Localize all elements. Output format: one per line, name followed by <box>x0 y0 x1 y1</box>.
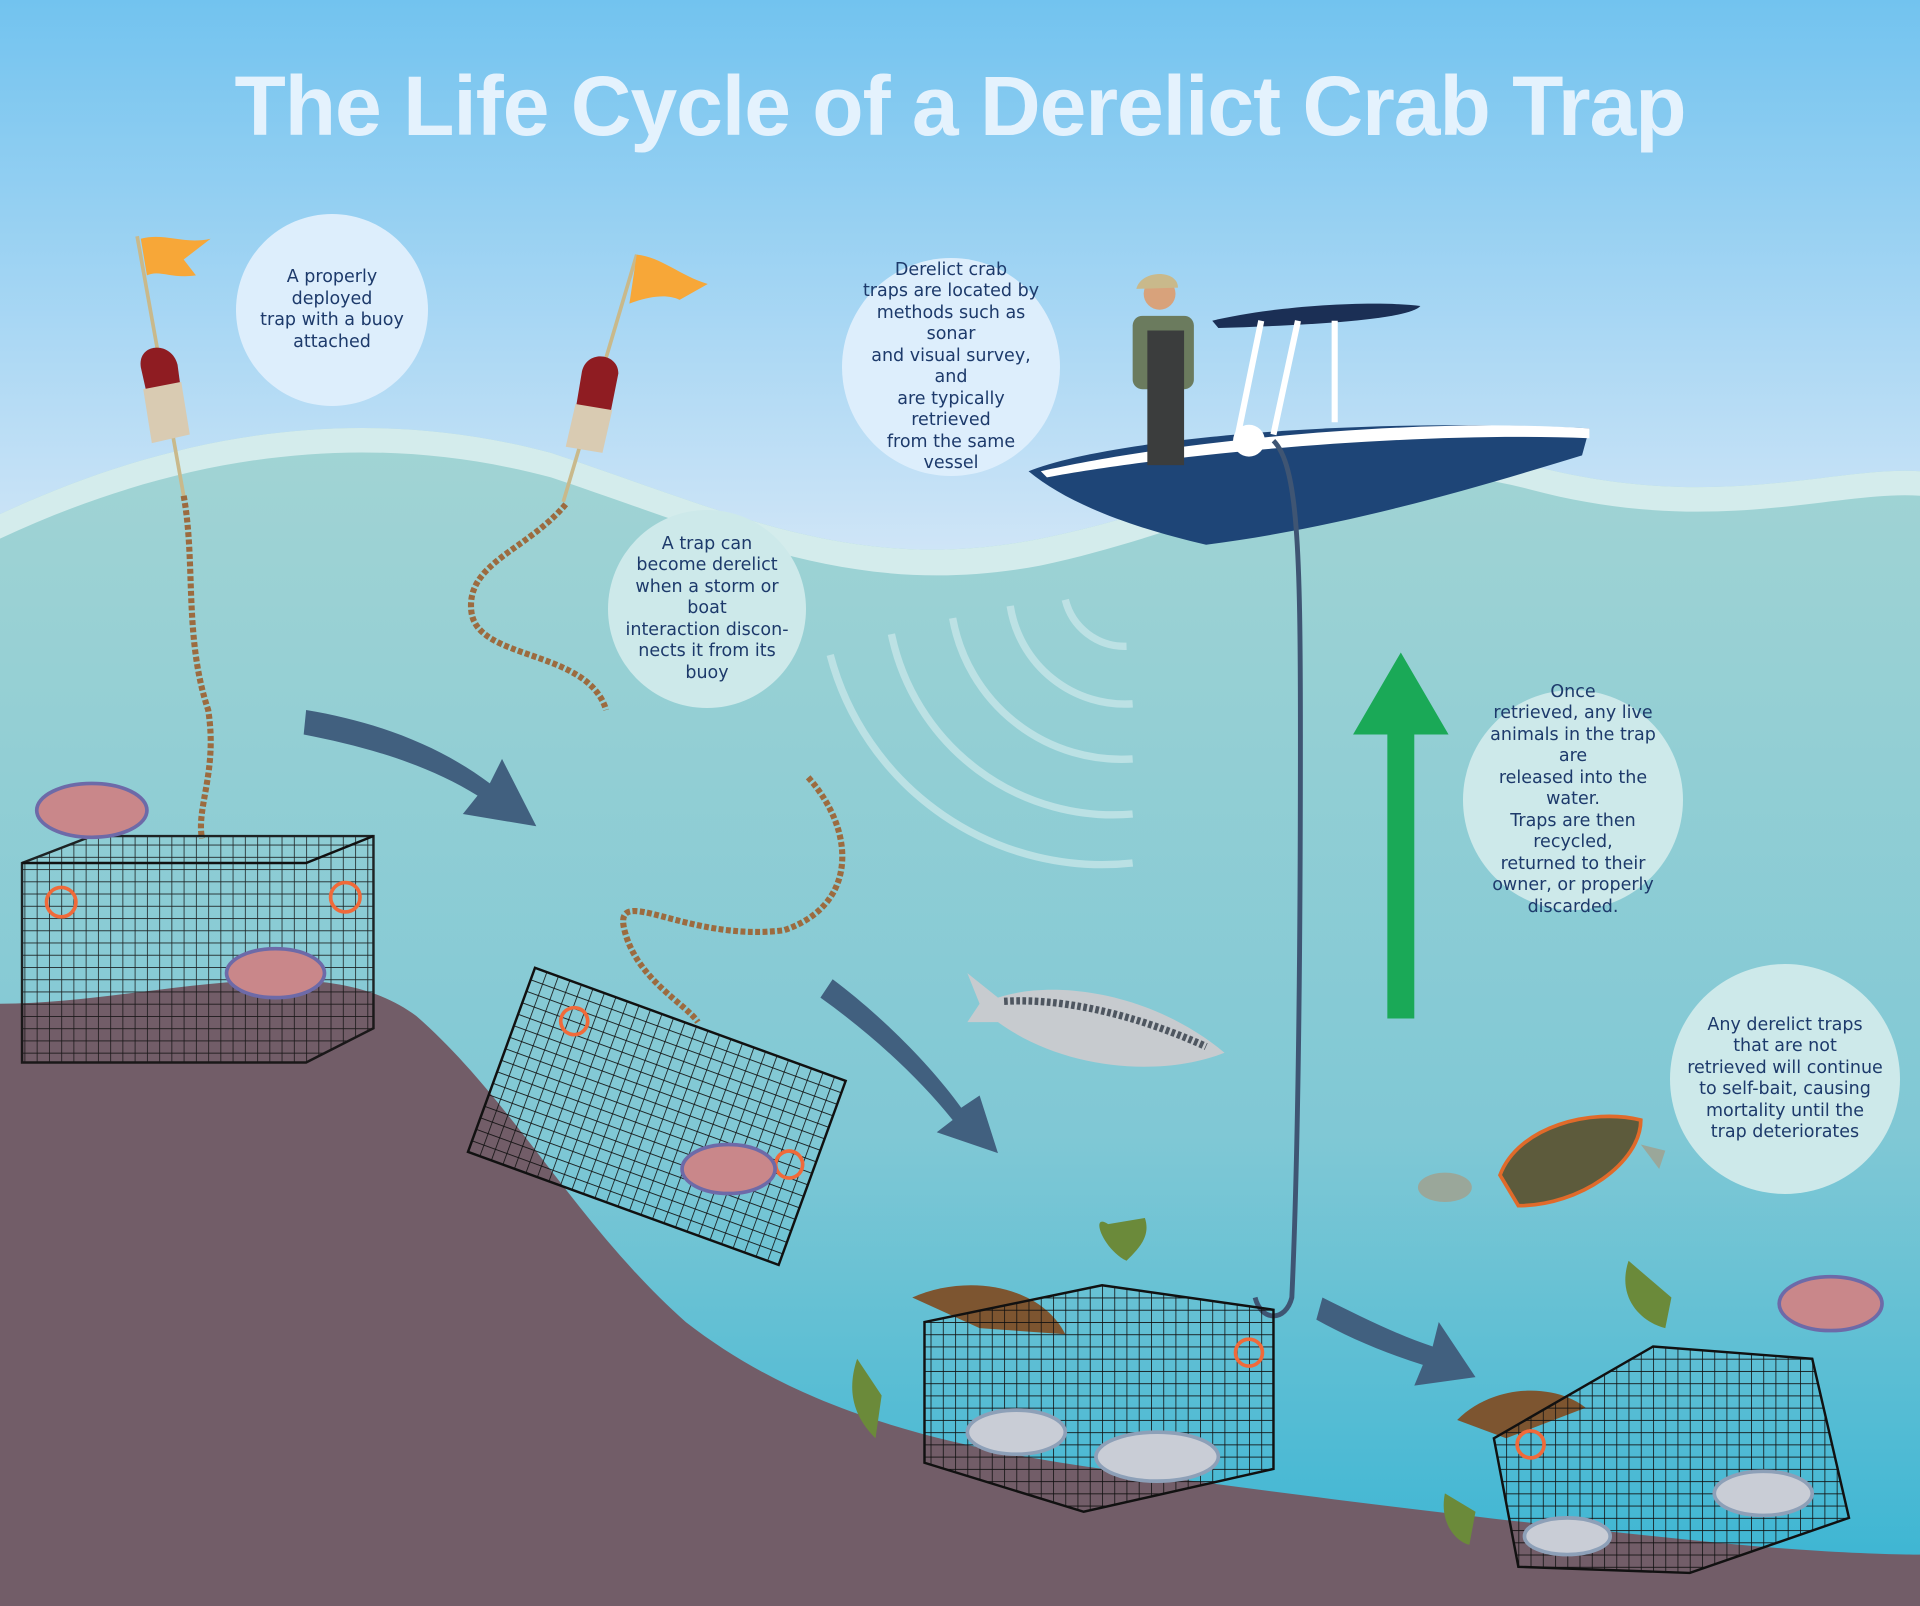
sonar-waves-icon <box>826 598 1134 869</box>
caption-located-text: Derelict crab traps are located by metho… <box>862 259 1040 474</box>
trap-deployed <box>20 834 375 1064</box>
turtle-icon <box>1417 1114 1666 1208</box>
seaweed-icon <box>852 1217 1672 1545</box>
page-title: The Life Cycle of a Derelict Crab Trap <box>234 59 1686 153</box>
buoy-detached-icon <box>468 254 708 711</box>
caption-not-retrieved-text: Any derelict traps that are not retrieve… <box>1687 1014 1883 1143</box>
caption-not-retrieved: Any derelict traps that are not retrieve… <box>1670 964 1900 1194</box>
fisherman-icon <box>1132 274 1194 466</box>
retrieve-arrow-icon <box>1353 652 1449 1019</box>
retrieval-line <box>1252 438 1303 1319</box>
striped-bass-icon <box>967 973 1225 1067</box>
caption-derelict: A trap can become derelict when a storm … <box>608 510 806 708</box>
caption-deployed: A properly deployed trap with a buoy att… <box>236 214 428 406</box>
loose-rope <box>620 775 846 1024</box>
caption-retrieved-text: Once retrieved, any live animals in the … <box>1490 681 1656 917</box>
caption-located: Derelict crab traps are located by metho… <box>842 258 1060 476</box>
caption-derelict-text: A trap can become derelict when a storm … <box>625 533 789 683</box>
caption-deployed-text: A properly deployed trap with a buoy att… <box>260 267 404 352</box>
buoy-deployed-icon <box>135 235 214 840</box>
dead-crab-icon <box>965 1408 1815 1557</box>
caption-retrieved: Once retrieved, any live animals in the … <box>1463 682 1683 917</box>
process-arrows-icon <box>303 709 1476 1386</box>
crab-icon <box>34 781 1884 1333</box>
